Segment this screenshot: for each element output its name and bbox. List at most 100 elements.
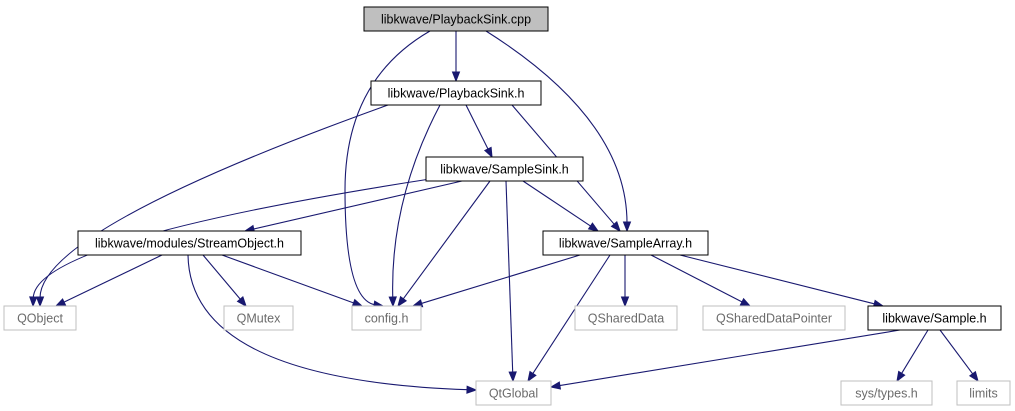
nodes-layer: libkwave/PlaybackSink.cpp libkwave/Playba…	[3, 6, 1011, 406]
edge-line	[187, 254, 469, 391]
edge-sample_h-to-qtglobal	[549, 329, 901, 390]
node-label: QObject	[17, 312, 63, 326]
edge-sample_h-to-sys_types_h	[896, 329, 929, 383]
arrowhead	[397, 295, 408, 308]
edge-line	[679, 254, 876, 305]
node-qshareddata: QSharedData	[574, 305, 678, 331]
edge-playbacksink_h-to-qobject	[35, 104, 389, 308]
node-label: config.h	[365, 312, 409, 326]
node-playbacksink-cpp[interactable]: libkwave/PlaybackSink.cpp	[363, 6, 549, 32]
edge-samplesink_h-to-samplearray_h	[522, 180, 600, 232]
edge-playbacksink_h-to-samplesink_h	[465, 104, 493, 159]
node-samplearray-h[interactable]: libkwave/SampleArray.h	[542, 230, 709, 256]
node-box	[867, 305, 1002, 331]
node-qobject: QObject	[3, 305, 77, 331]
edge-streamobject_h-to-qobject	[54, 254, 163, 307]
edge-playbacksink_h-to-config_h	[388, 104, 441, 308]
edge-line	[939, 329, 974, 375]
node-label: libkwave/modules/StreamObject.h	[95, 237, 284, 251]
arrowhead	[622, 221, 632, 233]
edge-line	[900, 329, 929, 375]
edge-line	[39, 104, 389, 299]
node-label: libkwave/PlaybackSink.h	[388, 87, 525, 101]
edge-line	[650, 254, 744, 303]
node-qtglobal: QtGlobal	[475, 380, 552, 406]
arrowhead	[35, 296, 45, 308]
arrowhead	[466, 385, 478, 394]
arrowhead	[549, 381, 562, 390]
edge-line	[402, 180, 491, 300]
node-box	[223, 305, 294, 331]
node-label: sys/types.h	[855, 387, 918, 401]
edge-samplearray_h-to-config_h	[411, 254, 581, 308]
node-box	[370, 80, 542, 106]
arrowhead	[610, 221, 621, 233]
node-label: libkwave/Sample.h	[882, 312, 986, 326]
node-box	[574, 305, 678, 331]
edge-line	[420, 254, 581, 305]
arrowhead	[968, 370, 979, 383]
node-box	[542, 230, 709, 256]
arrowhead	[620, 296, 630, 308]
node-label: QMutex	[237, 312, 282, 326]
edge-playbacksink_cpp-to-playbacksink_h	[451, 31, 461, 83]
node-box	[956, 380, 1011, 406]
node-sample-h[interactable]: libkwave/Sample.h	[867, 305, 1002, 331]
edge-sample_h-to-limits	[939, 329, 979, 383]
arrowhead	[236, 296, 247, 308]
node-label: QSharedDataPointer	[716, 312, 832, 326]
node-samplesink-h[interactable]: libkwave/SampleSink.h	[425, 156, 584, 182]
arrowhead	[29, 296, 38, 308]
node-box	[475, 380, 552, 406]
arrowhead	[739, 297, 752, 307]
edge-playbacksink_cpp-to-samplearray_h	[485, 30, 632, 233]
edge-samplearray_h-to-qtglobal	[527, 254, 611, 383]
node-box	[77, 230, 302, 256]
edge-line	[465, 104, 489, 151]
edge-line	[202, 254, 242, 301]
edge-line	[485, 30, 628, 224]
arrowhead	[508, 371, 517, 383]
arrowhead	[388, 296, 397, 308]
edge-line	[221, 254, 355, 304]
node-label: libkwave/PlaybackSink.cpp	[381, 13, 531, 27]
node-label: QSharedData	[588, 312, 664, 326]
node-limits: limits	[956, 380, 1011, 406]
edge-streamobject_h-to-qtglobal	[187, 254, 478, 394]
edge-line	[344, 30, 431, 306]
arrowhead	[483, 146, 493, 159]
node-streamobject-h[interactable]: libkwave/modules/StreamObject.h	[77, 230, 302, 256]
node-sys-types-h: sys/types.h	[840, 380, 933, 406]
edge-playbacksink_cpp-to-config_h	[344, 30, 431, 309]
arrowhead	[351, 298, 364, 307]
node-config-h: config.h	[351, 305, 422, 331]
edge-line	[62, 254, 163, 304]
node-qmutex: QMutex	[223, 305, 294, 331]
edge-samplesink_h-to-config_h	[397, 180, 491, 308]
node-box	[702, 305, 846, 331]
node-label: QtGlobal	[489, 387, 538, 401]
node-label: libkwave/SampleArray.h	[559, 237, 692, 251]
edge-line	[392, 104, 441, 299]
edge-samplesink_h-to-streamobject_h	[243, 180, 463, 233]
edge-samplearray_h-to-qshareddatapointer	[650, 254, 752, 307]
edge-samplearray_h-to-sample_h	[679, 254, 885, 308]
node-box	[3, 305, 77, 331]
arrowhead	[451, 71, 461, 83]
node-playbacksink-h[interactable]: libkwave/PlaybackSink.h	[370, 80, 542, 106]
node-qshareddatapointer: QSharedDataPointer	[702, 305, 846, 331]
arrowhead	[54, 298, 67, 307]
node-box	[351, 305, 422, 331]
node-label: libkwave/SampleSink.h	[440, 163, 569, 177]
edge-line	[522, 180, 592, 228]
node-label: limits	[969, 387, 997, 401]
edge-line	[531, 254, 611, 375]
arrowhead	[527, 370, 537, 383]
edge-line	[558, 329, 901, 387]
edge-line	[252, 180, 463, 230]
edge-samplearray_h-to-qshareddata	[620, 255, 630, 308]
edge-samplesink_h-to-qtglobal	[505, 180, 517, 383]
edge-streamobject_h-to-qmutex	[202, 254, 247, 308]
arrowhead	[896, 370, 906, 383]
